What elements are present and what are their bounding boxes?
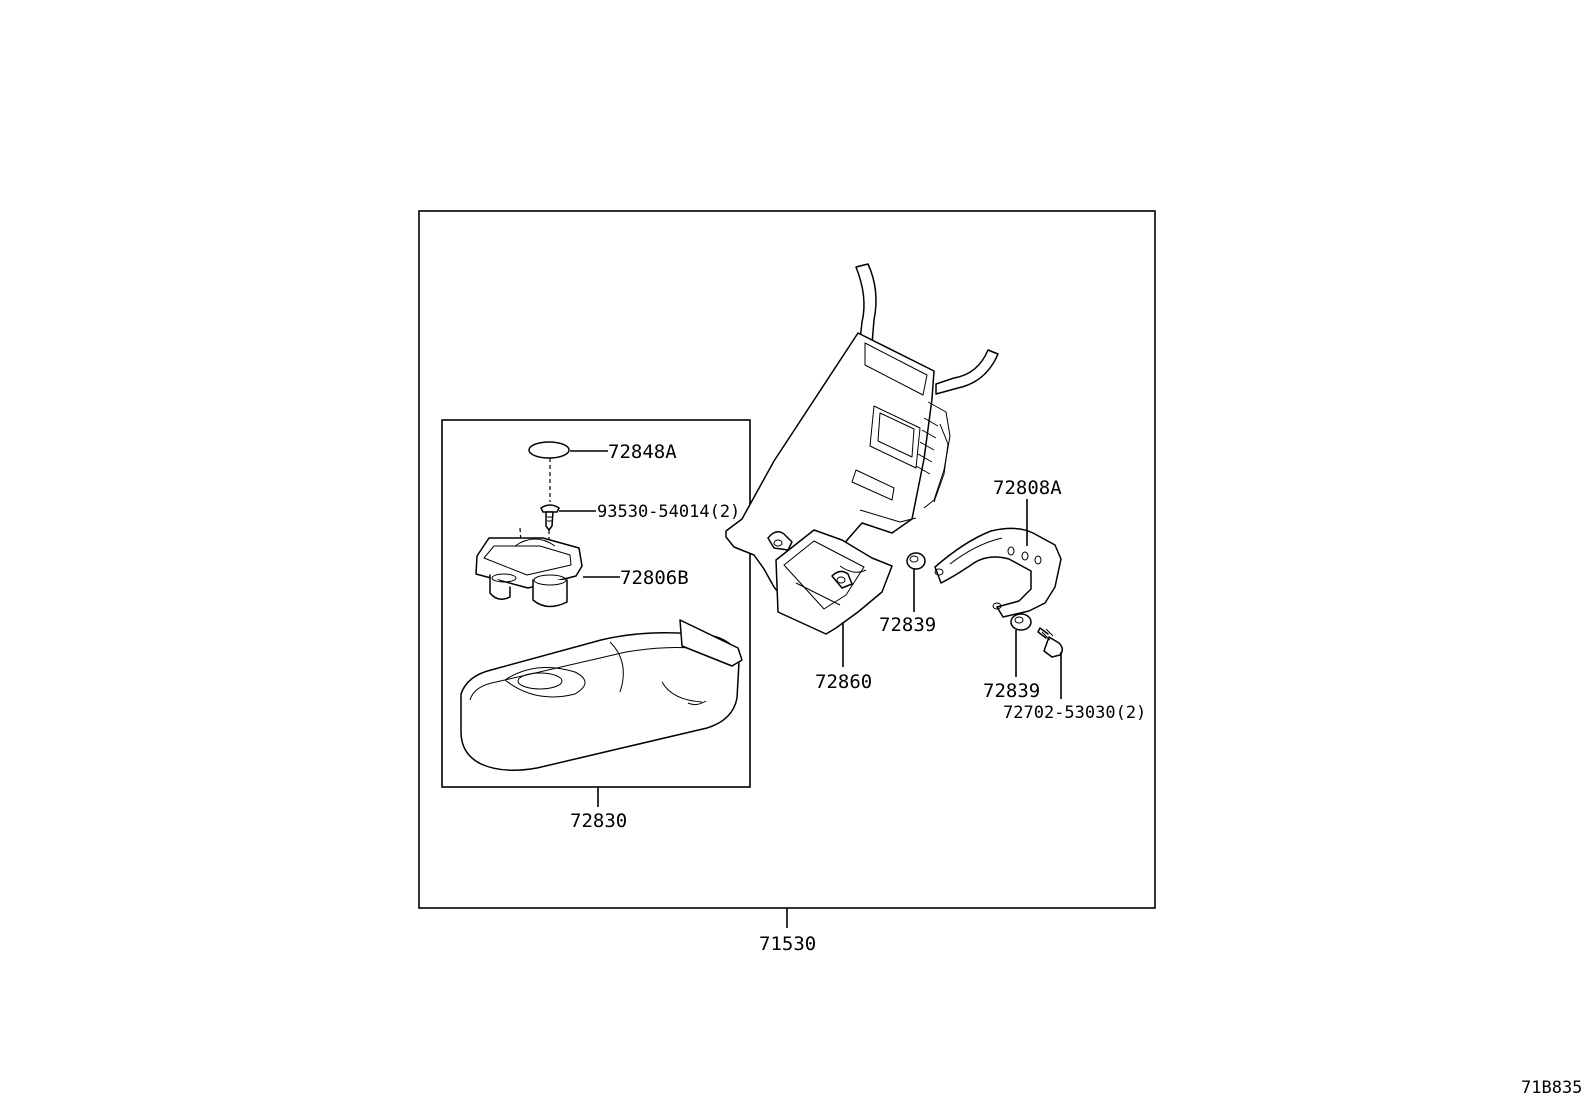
callout-72848a: 72848A bbox=[608, 441, 677, 463]
callout-72806b: 72806B bbox=[620, 567, 689, 589]
callout-72860: 72860 bbox=[815, 671, 872, 693]
assembly-frame-inner bbox=[441, 419, 751, 788]
cup-holder-part-72806b bbox=[475, 537, 583, 608]
diagram-id: 71B835 bbox=[1521, 1078, 1582, 1098]
bracket-part-72808a bbox=[934, 527, 1062, 618]
callout-93530: 93530-54014(2) bbox=[597, 502, 740, 522]
callout-72808a: 72808A bbox=[993, 477, 1062, 499]
callout-72830: 72830 bbox=[570, 810, 627, 832]
armrest-pad bbox=[460, 619, 743, 771]
callout-72839-a: 72839 bbox=[879, 614, 936, 636]
cap-part-72839-a bbox=[906, 552, 926, 570]
callout-72702: 72702-53030(2) bbox=[1003, 703, 1146, 723]
cap-part-72839-b bbox=[1010, 613, 1032, 631]
cap-part-72848a bbox=[528, 441, 570, 502]
callout-72839-b: 72839 bbox=[983, 680, 1040, 702]
bolt-part-72702 bbox=[1037, 627, 1063, 658]
callout-71530: 71530 bbox=[759, 933, 816, 955]
armrest-frame-part-72860 bbox=[725, 263, 999, 635]
